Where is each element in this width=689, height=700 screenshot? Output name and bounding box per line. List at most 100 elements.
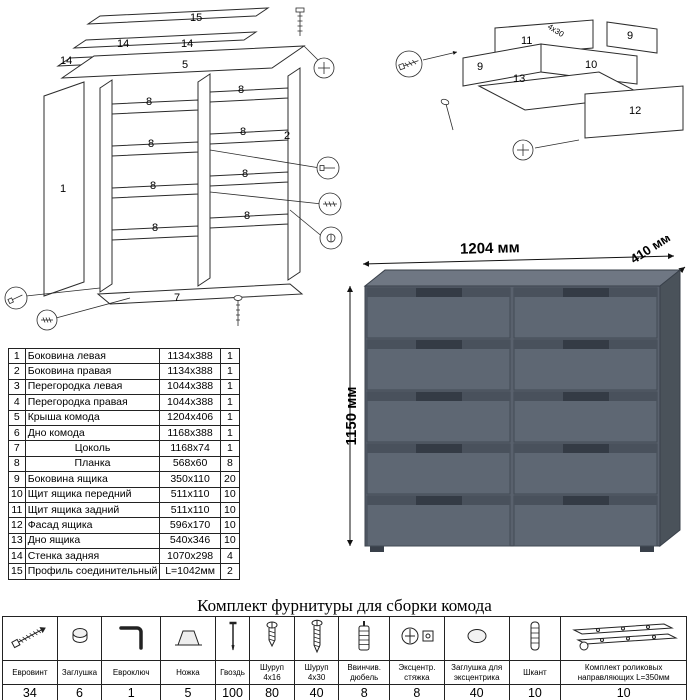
part-size: 540x346 <box>159 532 221 550</box>
drawer-front <box>513 495 658 547</box>
part-size: 511x110 <box>159 501 221 519</box>
part-qty: 10 <box>219 517 241 534</box>
part-size: 1134x388 <box>159 363 221 380</box>
hardware-qty: 1 <box>101 684 162 700</box>
width-dimension-line <box>362 253 675 267</box>
part-label: 9 <box>477 61 483 73</box>
part-qty: 1 <box>219 378 241 396</box>
depth-dimension-label: 410 мм <box>627 236 673 267</box>
drawer-front <box>366 339 511 391</box>
part-label: 8 <box>242 168 248 180</box>
height-dimension-label: 1150 мм <box>343 387 360 446</box>
part-label: 9 <box>627 30 633 42</box>
drawer-front <box>513 391 658 443</box>
part-number: 6 <box>8 424 26 442</box>
drawer-fastener-callouts <box>395 50 580 161</box>
product-render: 1204 мм 410 мм 1150 мм <box>343 236 686 552</box>
part-label: 8 <box>244 210 250 222</box>
part-qty: 8 <box>219 455 241 473</box>
hardware-name: Шуруп 4x16 <box>249 660 295 685</box>
part-number: 12 <box>8 517 26 534</box>
drawer-front <box>513 339 658 391</box>
hardware-names-row: Евровинт Заглушка Евроключ Ножка Гвоздь … <box>2 660 687 685</box>
part-number: 8 <box>8 455 26 473</box>
drawer-front <box>513 287 658 339</box>
part-name: Боковина ящика <box>24 471 161 488</box>
hardware-name: Евровинт <box>2 660 58 685</box>
screw-4x16-icon <box>249 616 295 661</box>
part-label: 14 <box>60 55 72 67</box>
hardware-name: Шуруп 4x30 <box>293 660 340 685</box>
chest-drawers <box>366 287 658 547</box>
hardware-qty: 6 <box>56 684 103 700</box>
part-number: 3 <box>8 378 26 396</box>
drawer-panels <box>462 19 684 139</box>
part-qty: 1 <box>219 363 241 380</box>
hardware-qty-row: 34 6 1 5 100 80 40 8 8 40 10 10 <box>2 684 687 700</box>
part-label: 5 <box>182 59 188 71</box>
part-size: 1070x298 <box>159 548 221 565</box>
drawer-exploded-diagram: 11 9 9 13 10 12 4x30 <box>395 19 684 161</box>
drawer-front <box>366 443 511 495</box>
part-qty: 1 <box>219 409 241 426</box>
part-name: Перегородка левая <box>24 378 161 396</box>
part-number: 15 <box>8 563 26 580</box>
part-label: 8 <box>148 138 154 150</box>
part-name: Профиль соединительный <box>24 563 161 580</box>
part-qty: 1 <box>219 440 241 457</box>
part-size: 1204x406 <box>159 409 221 426</box>
hardware-name: Шкант <box>508 660 562 685</box>
part-qty: 10 <box>219 486 241 503</box>
part-label: 12 <box>629 105 641 117</box>
part-label: 8 <box>238 84 244 96</box>
part-name: Дно комода <box>24 424 161 442</box>
part-qty: 10 <box>219 532 241 550</box>
part-qty: 1 <box>219 394 241 411</box>
hardware-qty: 5 <box>160 684 216 700</box>
part-name: Перегородка правая <box>24 394 161 411</box>
part-qty: 4 <box>219 548 241 565</box>
part-label: 7 <box>174 292 180 304</box>
part-number: 9 <box>8 471 26 488</box>
screw-in-dowel-icon <box>338 616 391 661</box>
part-label: 8 <box>146 96 152 108</box>
part-number: 7 <box>8 440 26 457</box>
fastener-callout-icons <box>4 7 343 331</box>
part-number: 14 <box>8 548 26 565</box>
cam-cap-icon <box>443 616 510 661</box>
hardware-name: Комплект роликовых направляющих L=350мм <box>560 660 687 685</box>
cap-plug-icon <box>56 616 103 661</box>
part-size: 1134x388 <box>159 347 221 365</box>
hardware-name: Ножка <box>160 660 216 685</box>
part-size: 511x110 <box>159 486 221 503</box>
hardware-name: Заглушка для эксцентрика <box>443 660 510 685</box>
part-number: 10 <box>8 486 26 503</box>
hardware-qty: 80 <box>249 684 295 700</box>
part-size: 1044x388 <box>159 394 221 411</box>
part-name: Щит ящика передний <box>24 486 161 503</box>
part-qty: 20 <box>219 471 241 488</box>
part-label: 15 <box>190 12 202 24</box>
part-name: Щит ящика задний <box>24 501 161 519</box>
part-name: Стенка задняя <box>24 548 161 565</box>
part-name: Дно ящика <box>24 532 161 550</box>
hardware-icons-row <box>2 616 687 661</box>
part-number: 2 <box>8 363 26 380</box>
part-number: 4 <box>8 394 26 411</box>
hardware-qty: 34 <box>2 684 58 700</box>
hardware-name: Эксцентр. стяжка <box>389 660 445 685</box>
hardware-table: Евровинт Заглушка Евроключ Ножка Гвоздь … <box>2 616 687 700</box>
wooden-dowel-icon <box>508 616 562 661</box>
part-size: 350x110 <box>159 471 221 488</box>
part-label: 2 <box>284 130 290 142</box>
